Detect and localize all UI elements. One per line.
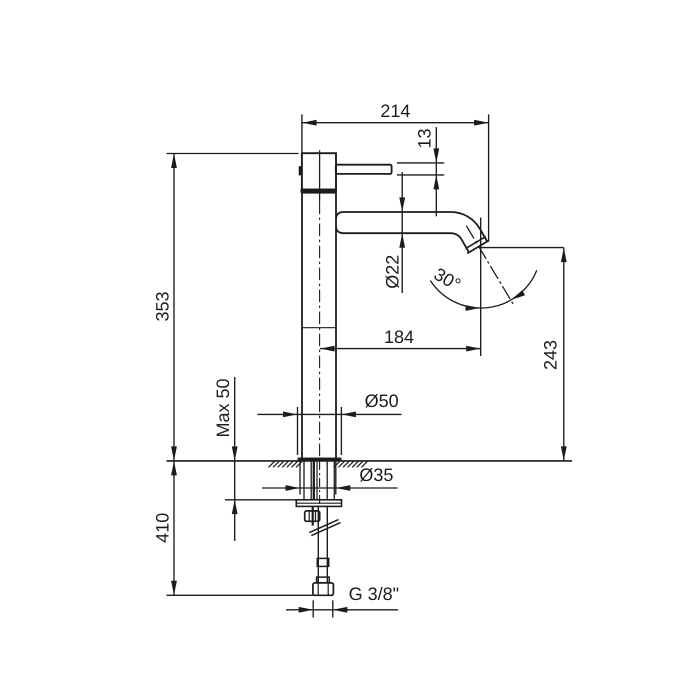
svg-text:353: 353 — [152, 291, 172, 321]
svg-text:13: 13 — [415, 128, 435, 148]
svg-text:Max 50: Max 50 — [213, 378, 233, 437]
svg-text:184: 184 — [384, 327, 414, 347]
svg-text:214: 214 — [380, 101, 410, 121]
svg-text:Ø22: Ø22 — [382, 255, 402, 289]
svg-text:Ø50: Ø50 — [365, 391, 399, 411]
svg-text:410: 410 — [152, 513, 172, 543]
svg-text:Ø35: Ø35 — [359, 465, 393, 485]
svg-text:G 3/8": G 3/8" — [349, 584, 399, 604]
svg-text:243: 243 — [541, 340, 561, 370]
